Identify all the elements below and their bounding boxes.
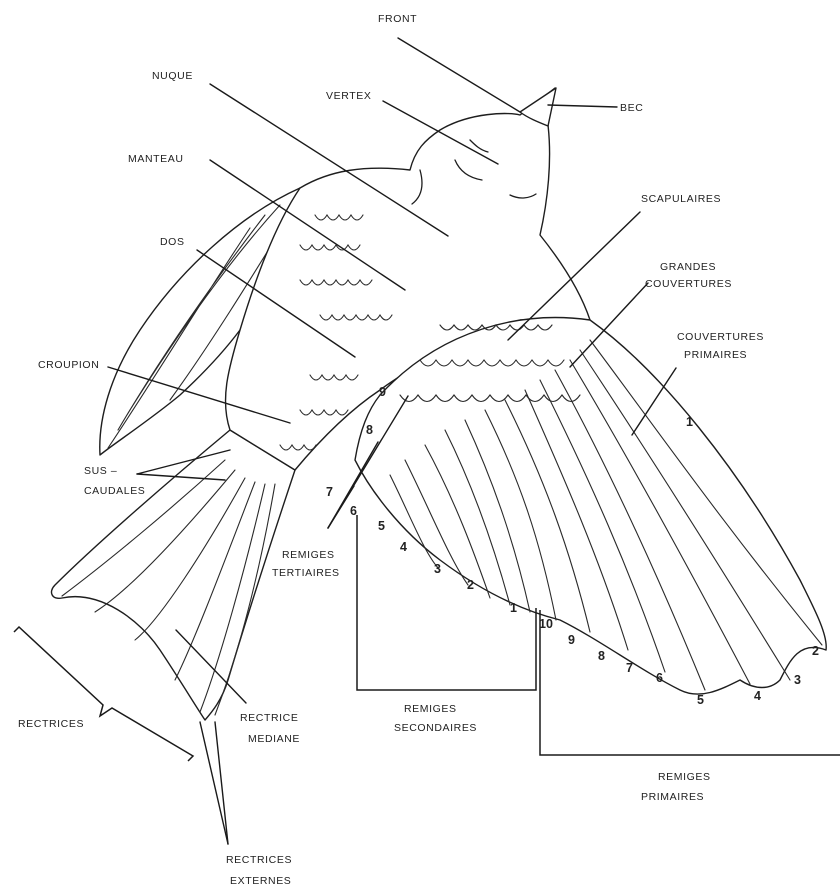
leader-rectrices-externes-1 [200, 722, 228, 844]
label-rectrice-mediane-2: MEDIANE [248, 733, 300, 745]
label-dos: DOS [160, 236, 185, 248]
label-remiges-secondaires-1: REMIGES [404, 703, 457, 715]
right-wing-outline [355, 318, 826, 695]
label-scapulaires: SCAPULAIRES [641, 193, 721, 205]
secondary-number: 6 [350, 504, 357, 518]
label-manteau: MANTEAU [128, 153, 184, 165]
label-croupion: CROUPION [38, 359, 99, 371]
primary-number: 10 [539, 617, 553, 631]
primary-number: 2 [812, 644, 819, 658]
label-grandes: GRANDES [660, 261, 716, 273]
label-bec: BEC [620, 102, 643, 114]
label-couvertures: COUVERTURES [645, 278, 732, 290]
secondary-number: 4 [400, 540, 407, 554]
leader-bec [548, 105, 617, 107]
label-remiges-secondaires-2: SECONDAIRES [394, 722, 477, 734]
label-sus: SUS – [84, 465, 117, 477]
label-remiges-tertiaires-1: REMIGES [282, 549, 335, 561]
label-couvertures-primaires-1: COUVERTURES [677, 331, 764, 343]
label-remiges-tertiaires-2: TERTIAIRES [272, 567, 340, 579]
leader-front [398, 38, 520, 112]
secondary-number: 3 [434, 562, 441, 576]
bird-outline [51, 88, 826, 720]
primary-number: 6 [656, 671, 663, 685]
secondary-number: 2 [467, 578, 474, 592]
secondary-number: 5 [378, 519, 385, 533]
label-rectrices: RECTRICES [18, 718, 84, 730]
primary-number: 1 [686, 415, 693, 429]
primary-number: 5 [697, 693, 704, 707]
label-rectrices-externes-2: EXTERNES [230, 875, 291, 885]
label-couvertures-primaires-2: PRIMAIRES [684, 349, 747, 361]
primary-number: 3 [794, 673, 801, 687]
secondary-number: 1 [510, 601, 517, 615]
leader-rectrices-externes-2 [215, 722, 228, 844]
label-nuque: NUQUE [152, 70, 193, 82]
secondary-number: 7 [326, 485, 333, 499]
label-remiges-primaires-2: PRIMAIRES [641, 791, 704, 803]
label-caudales: CAUDALES [84, 485, 145, 497]
label-rectrices-externes-1: RECTRICES [226, 854, 292, 866]
label-rectrice-mediane-1: RECTRICE [240, 712, 298, 724]
secondary-number: 9 [379, 385, 386, 399]
primary-number: 8 [598, 649, 605, 663]
secondary-number: 8 [366, 423, 373, 437]
primary-number: 4 [754, 689, 761, 703]
label-vertex: VERTEX [326, 90, 371, 102]
primary-number: 7 [626, 661, 633, 675]
label-front: FRONT [378, 13, 417, 25]
label-remiges-primaires-1: REMIGES [658, 771, 711, 783]
primary-number: 9 [568, 633, 575, 647]
